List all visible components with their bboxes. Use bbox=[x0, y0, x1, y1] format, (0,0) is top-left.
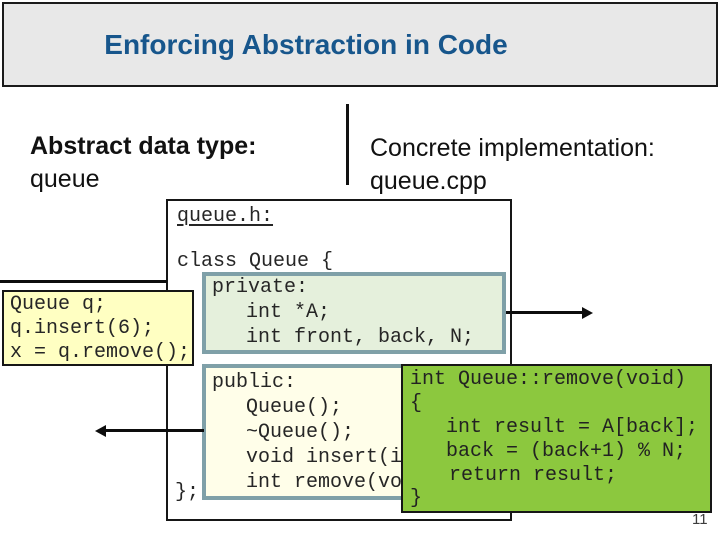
public-arrow-line bbox=[103, 429, 204, 432]
code-line: { bbox=[410, 392, 423, 415]
concrete-header-line2: queue.cpp bbox=[370, 167, 487, 195]
code-line: int *A; bbox=[246, 301, 331, 324]
code-line: }; bbox=[175, 481, 200, 504]
code-line: x = q.remove(); bbox=[10, 341, 191, 364]
code-line: return result; bbox=[449, 464, 618, 487]
title-bar: Enforcing Abstraction in Code bbox=[2, 2, 718, 87]
arrow-right-icon bbox=[582, 307, 593, 319]
code-line: } bbox=[410, 487, 423, 510]
abstract-header-line2: queue bbox=[30, 165, 100, 193]
client-code-box bbox=[2, 290, 194, 366]
code-line: Queue(); bbox=[246, 396, 343, 419]
code-line: void insert(i bbox=[246, 446, 403, 469]
private-section-box bbox=[202, 272, 506, 354]
page-number: 11 bbox=[692, 511, 708, 528]
client-connector-line bbox=[0, 280, 167, 283]
code-line: private: bbox=[212, 276, 309, 299]
code-line: q.insert(6); bbox=[10, 317, 155, 340]
code-line: class Queue { bbox=[177, 250, 334, 273]
divider-line bbox=[346, 104, 349, 185]
code-line: public: bbox=[212, 371, 297, 394]
abstract-header: Abstract data type: queue bbox=[30, 130, 256, 196]
code-line: Queue q; bbox=[10, 293, 107, 316]
private-arrow-line bbox=[506, 311, 586, 314]
arrow-left-icon bbox=[95, 425, 106, 437]
code-line: int front, back, N; bbox=[246, 326, 475, 349]
header-filename-label: queue.h: bbox=[177, 205, 274, 228]
code-line: int Queue::remove(void) bbox=[410, 368, 687, 391]
code-line: int remove(vo bbox=[246, 471, 403, 494]
code-line: back = (back+1) % N; bbox=[446, 440, 687, 463]
concrete-header: Concrete implementation: queue.cpp bbox=[370, 132, 655, 198]
abstract-header-line1: Abstract data type: bbox=[30, 132, 257, 160]
code-line: int result = A[back]; bbox=[446, 416, 699, 439]
slide-title: Enforcing Abstraction in Code bbox=[104, 28, 508, 60]
implementation-box bbox=[401, 364, 712, 513]
code-line: ~Queue(); bbox=[246, 421, 355, 444]
concrete-header-line1: Concrete implementation: bbox=[370, 134, 655, 162]
